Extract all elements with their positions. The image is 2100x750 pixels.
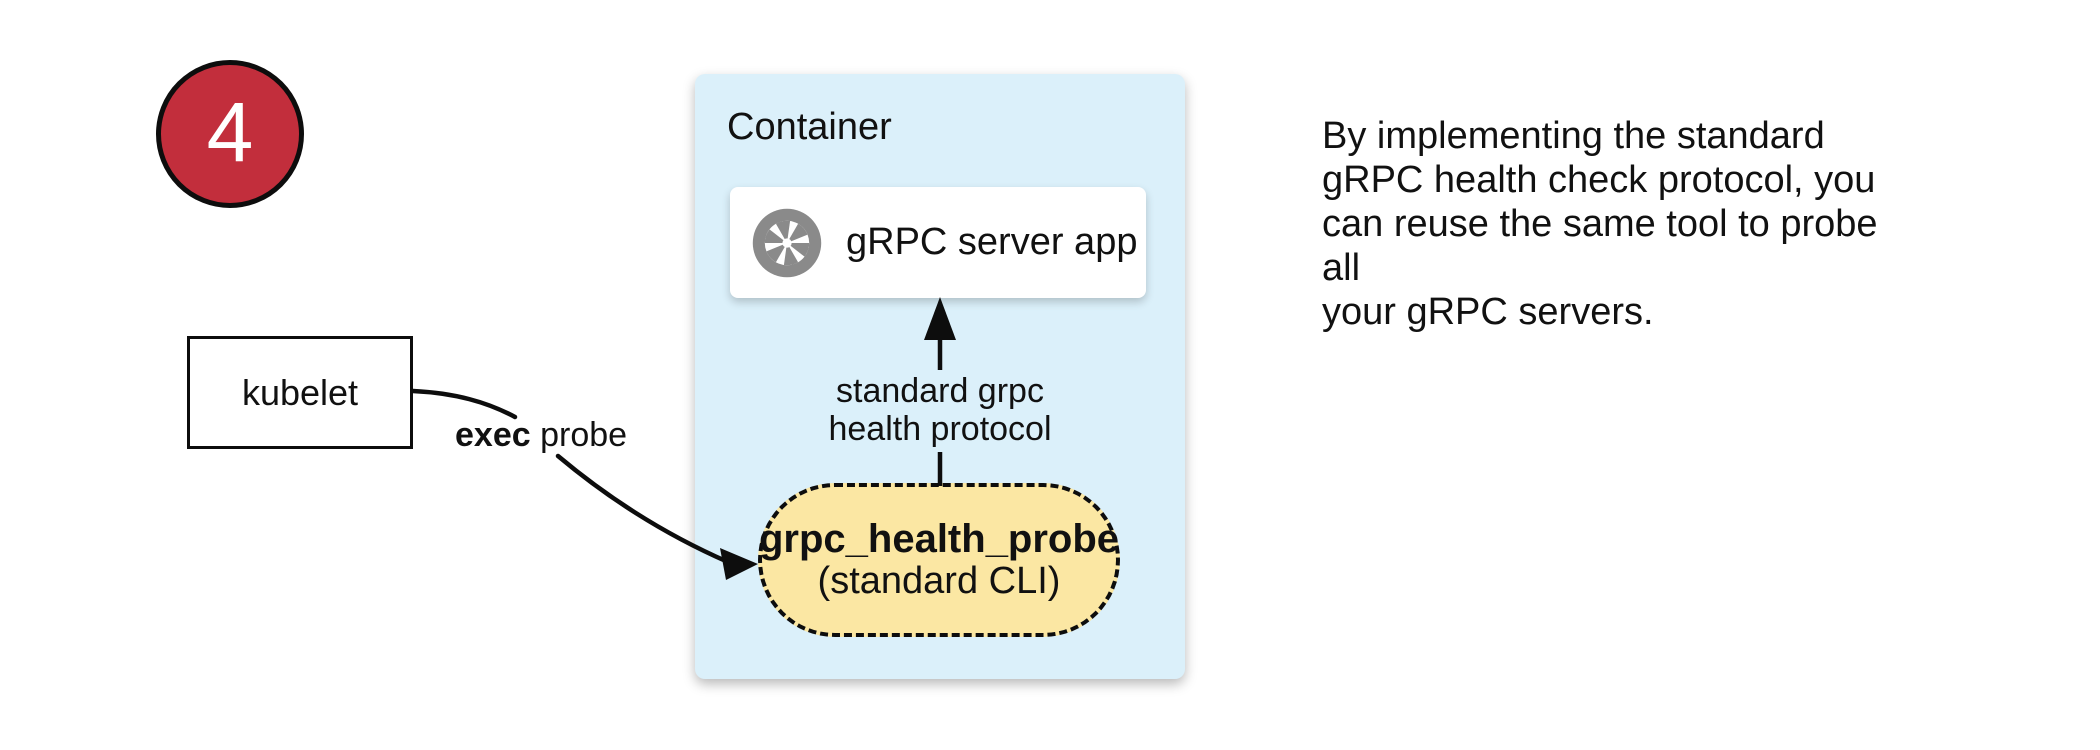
step-number: 4	[206, 85, 254, 179]
container-title: Container	[727, 106, 892, 148]
health-protocol-label: standard grpc health protocol	[828, 372, 1052, 448]
probe-pill-subtitle: (standard CLI)	[817, 560, 1061, 603]
grpc-server-box: gRPC server app	[730, 187, 1146, 298]
grpc-server-label: gRPC server app	[846, 221, 1138, 263]
exec-probe-label-bold: exec	[455, 416, 531, 454]
step-badge: 4	[156, 60, 304, 208]
probe-pill-title: grpc_health_probe	[758, 517, 1120, 562]
exec-probe-label: exec probe	[455, 416, 627, 455]
exec-probe-label-rest: probe	[530, 416, 628, 454]
kubelet-label: kubelet	[241, 371, 359, 413]
probe-pill: grpc_health_probe (standard CLI)	[758, 483, 1120, 637]
note-text: By implementing the standard gRPC health…	[1322, 115, 1878, 333]
kubelet-box: kubelet	[187, 336, 413, 449]
container-box: Container gRPC server app grpc_health_pr…	[695, 74, 1185, 679]
grpc-aperture-icon	[752, 208, 822, 277]
